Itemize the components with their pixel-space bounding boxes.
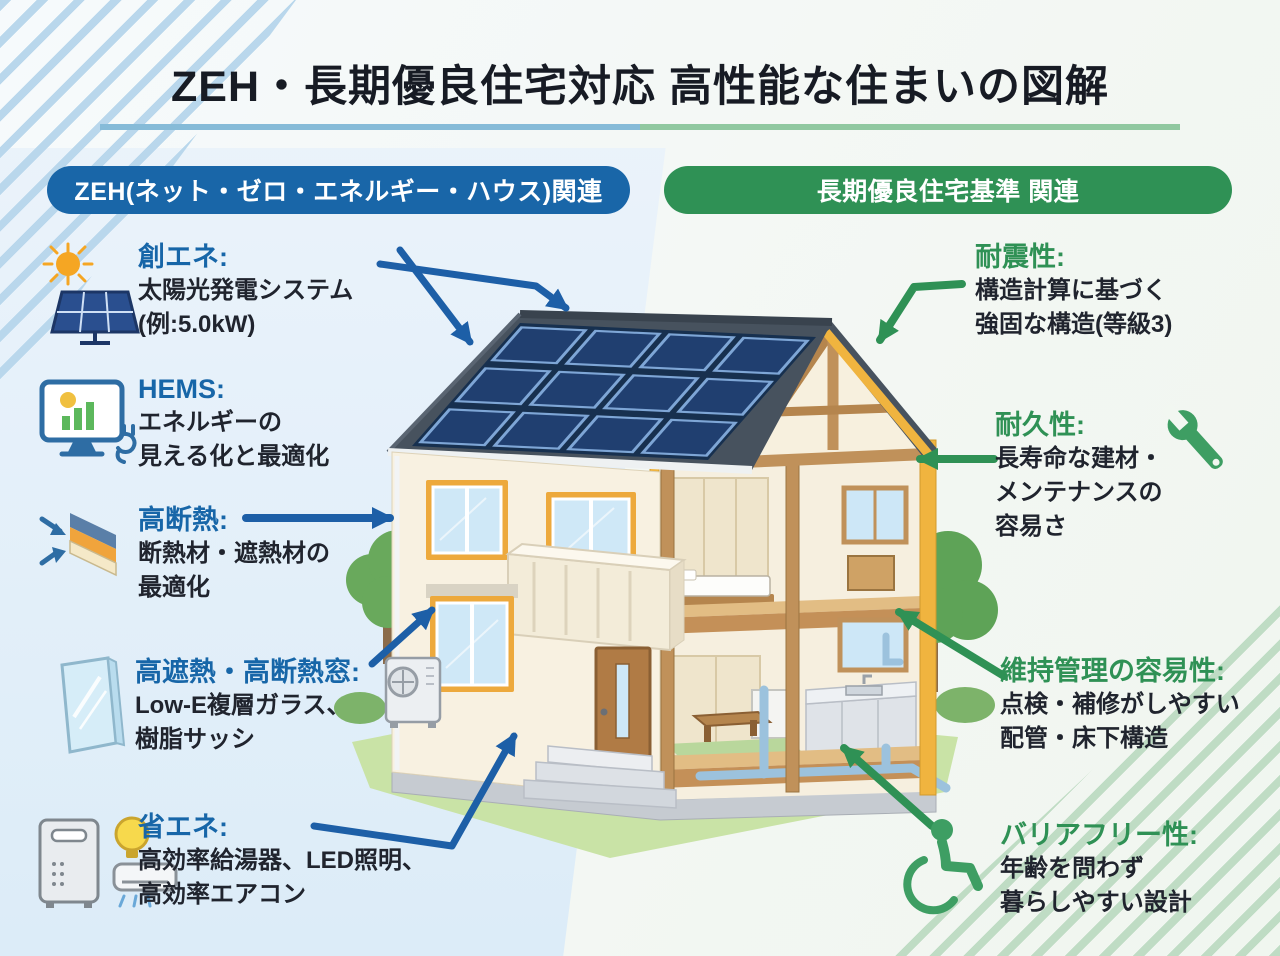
item-heading: 高断熱: — [138, 505, 228, 535]
item-barrierfree: バリアフリー性: 年齢を問わず 暮らしやすい設計 — [1000, 820, 1198, 916]
item-souene: 創エネ: 太陽光発電システム (例:5.0kW) — [138, 242, 354, 338]
arrow-taishin — [876, 280, 966, 344]
item-heading: 耐震性: — [975, 242, 1065, 272]
hems-monitor-plug-icon — [38, 378, 148, 468]
window-glass-icon — [48, 655, 128, 760]
item-heading: 創エネ: — [138, 242, 228, 272]
arrow-barrierfree — [840, 744, 936, 830]
arrow-shoene — [310, 732, 518, 850]
kitchen-counter — [805, 674, 917, 759]
balcony — [505, 542, 687, 652]
wrench-icon — [1158, 398, 1234, 482]
item-heading: バリアフリー性: — [1000, 820, 1198, 850]
sun-solar-panel-icon — [40, 240, 150, 350]
item-shoene: 省エネ: 高効率給湯器、LED照明、 高効率エアコン — [138, 812, 426, 908]
roof-edge-trim — [822, 329, 934, 459]
item-mado: 高遮熱・高断熱窓: Low-E複層ガラス、 樹脂サッシ — [135, 657, 360, 753]
water-heater-led-aircon-icon — [36, 812, 186, 912]
storage-box — [847, 555, 895, 591]
item-taishin: 耐震性: 構造計算に基づく 強固な構造(等級3) — [975, 242, 1173, 338]
item-dannetsu: 高断熱: 断熱材・遮熱材の 最適化 — [138, 505, 330, 601]
wheelchair-icon — [898, 812, 1003, 917]
item-ijikanri: 維持管理の容易性: 点検・補修がしやすい 配管・床下構造 — [1000, 656, 1240, 752]
item-heading: 高遮熱・高断熱窓: — [135, 657, 360, 687]
window-lower — [426, 584, 518, 692]
timber-post — [785, 451, 800, 793]
bathroom-window — [837, 617, 909, 673]
title-underline — [100, 124, 1180, 130]
entrance-door — [594, 646, 652, 762]
roof-gutter — [387, 448, 753, 474]
insulation-layers-icon — [36, 505, 136, 590]
exterior-wall — [384, 451, 687, 809]
zeh-banner: ZEH(ネット・ゼロ・エネルギー・ハウス)関連 — [47, 166, 630, 214]
ac-outdoor-unit — [384, 656, 442, 728]
cut-edge-trim — [919, 439, 937, 796]
item-heading: 省エネ: — [138, 812, 228, 842]
arrow-mado — [368, 606, 436, 668]
page-title: ZEH・長期優良住宅対応 高性能な住まいの図解 — [171, 63, 1109, 111]
arrow-souene-b — [396, 246, 474, 346]
item-heading: HEMS: — [138, 374, 225, 404]
item-hems: HEMS: エネルギーの 見える化と最適化 — [138, 374, 330, 470]
chouki-banner: 長期優良住宅基準 関連 — [664, 166, 1232, 214]
window-upper-1 — [426, 480, 508, 560]
interior-cutaway — [649, 439, 951, 801]
arrow-ijikanri — [895, 608, 1008, 680]
house-roof — [386, 310, 938, 474]
item-heading: 耐久性: — [995, 410, 1085, 440]
solar-panels — [412, 323, 816, 460]
arrow-souene-a — [376, 260, 570, 312]
low-table — [691, 710, 773, 742]
item-heading: 維持管理の容易性: — [1000, 656, 1225, 686]
bedroom-bed — [672, 569, 774, 606]
annotation-arrows — [242, 246, 1008, 850]
entrance-steps — [523, 745, 677, 809]
item-taikyuu: 耐久性: 長寿命な建材・ メンテナンスの 容易さ — [995, 410, 1163, 540]
